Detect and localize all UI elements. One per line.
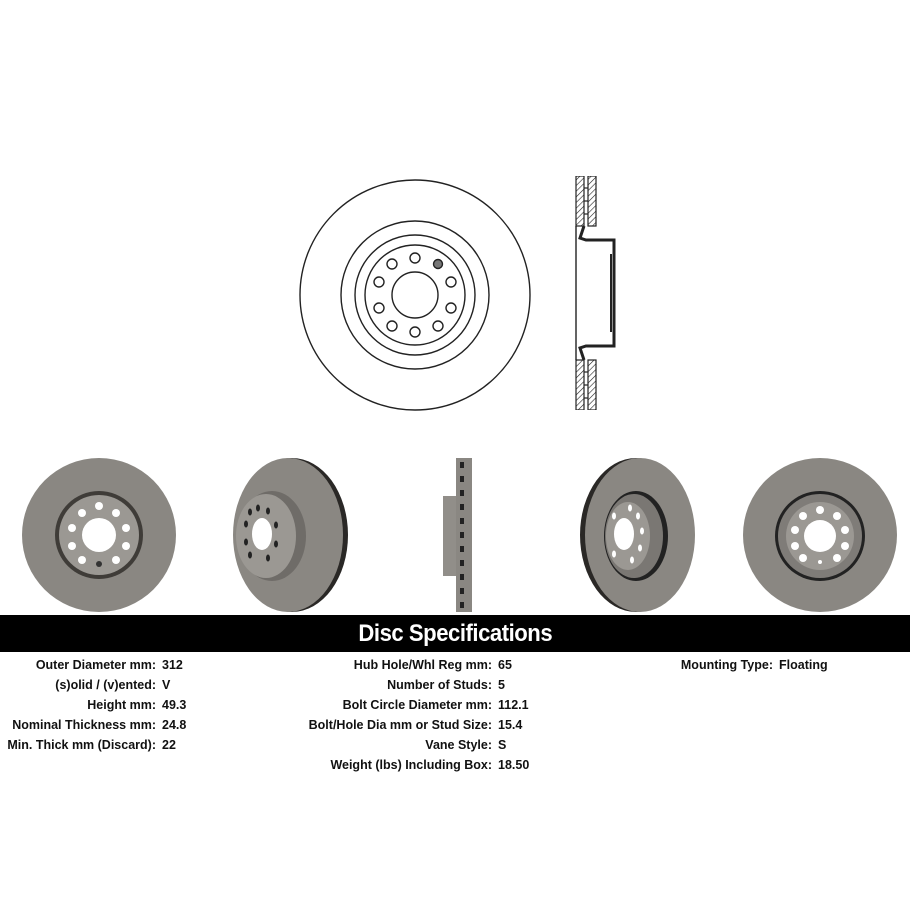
spec-value: 65: [498, 658, 512, 672]
spec-label: Min. Thick mm (Discard):: [7, 738, 156, 752]
spec-weight: Weight (lbs) Including Box: 18.50: [302, 755, 529, 775]
spec-value: Floating: [779, 658, 828, 672]
rotor-photo-angled-right: [580, 458, 695, 612]
spec-value: V: [162, 678, 171, 692]
spec-value: 5: [498, 678, 505, 692]
spec-hub-hole: Hub Hole/Whl Reg mm: 65: [302, 655, 529, 675]
spec-label: Outer Diameter mm:: [35, 658, 156, 672]
spec-label: Height mm:: [87, 698, 156, 712]
spec-value: 22: [162, 738, 176, 752]
rotor-cross-section-drawing-icon: [575, 176, 616, 410]
spec-label: Bolt/Hole Dia mm or Stud Size:: [308, 718, 492, 732]
spec-height: Height mm: 49.3: [0, 695, 186, 715]
spec-label: Hub Hole/Whl Reg mm:: [353, 658, 492, 672]
spec-outer-diameter: Outer Diameter mm: 312: [0, 655, 186, 675]
spec-label: Mounting Type:: [680, 658, 773, 672]
spec-vane-style: Vane Style: S: [302, 735, 529, 755]
rotor-front-drawing-icon: [299, 179, 531, 411]
rotor-photo-back: [743, 458, 897, 612]
spec-value: 18.50: [498, 758, 530, 772]
spec-label: (s)olid / (v)ented:: [55, 678, 156, 692]
spec-number-of-studs: Number of Studs: 5: [302, 675, 529, 695]
spec-value: 49.3: [162, 698, 187, 712]
specifications-banner: Disc Specifications: [0, 615, 910, 652]
spec-min-thickness: Min. Thick mm (Discard): 22: [0, 735, 186, 755]
spec-label: Bolt Circle Diameter mm:: [342, 698, 492, 712]
spec-mounting-type: Mounting Type: Floating: [600, 655, 828, 675]
specs-column-2: Hub Hole/Whl Reg mm: 65 Number of Studs:…: [302, 655, 530, 775]
spec-nominal-thickness: Nominal Thickness mm: 24.8: [0, 715, 186, 735]
rotor-photo-side: [443, 458, 472, 612]
spec-label: Number of Studs:: [387, 678, 492, 692]
banner-title: Disc Specifications: [358, 619, 552, 647]
spec-value: 112.1: [498, 698, 529, 712]
spec-label: Weight (lbs) Including Box:: [330, 758, 492, 772]
spec-bolt-hole-dia: Bolt/Hole Dia mm or Stud Size: 15.4: [302, 715, 529, 735]
spec-value: 24.8: [162, 718, 187, 732]
rotor-photo-front: [22, 458, 176, 612]
rotor-photo-angled-left: [233, 458, 348, 612]
spec-value: 15.4: [498, 718, 523, 732]
spec-label: Nominal Thickness mm:: [12, 718, 156, 732]
spec-solid-vented: (s)olid / (v)ented: V: [0, 675, 186, 695]
spec-value: 312: [162, 658, 183, 672]
spec-value: S: [498, 738, 507, 752]
spec-bolt-circle-diameter: Bolt Circle Diameter mm: 112.1: [302, 695, 529, 715]
specs-column-1: Outer Diameter mm: 312 (s)olid / (v)ente…: [0, 655, 186, 755]
spec-label: Vane Style:: [425, 738, 492, 752]
specs-column-3: Mounting Type: Floating: [600, 655, 828, 675]
